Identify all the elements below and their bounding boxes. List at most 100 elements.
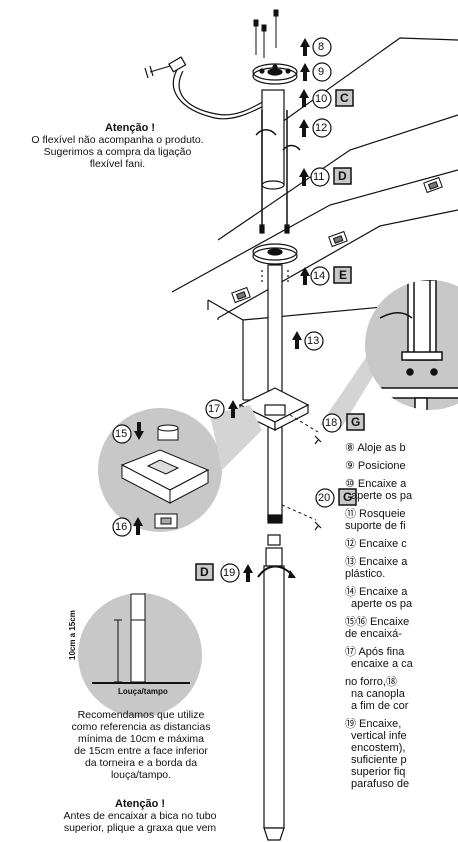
step-number-circles [112,37,342,583]
callout-20: 20 [318,492,331,504]
recommendation-text: Recomendamos que utilize como referencia… [46,709,236,781]
instruction-line: vertical infe [345,730,458,742]
instruction-number: ⑩ [345,478,355,490]
attention-note-top: Atenção ! O flexível não acompanha o pro… [0,122,235,170]
instruction-line: ⑬ Encaixe a [345,556,458,568]
instruction-line: suficiente p [345,754,458,766]
recommend-line: mínima de 10cm e máxima [77,733,205,745]
height-measure-zoom [78,593,202,717]
recommend-line: Recomendamos que utilize [77,709,205,721]
base-detail-zoom [98,405,262,532]
instruction-line: parafuso de [345,778,458,790]
instruction-text: Rosqueie [356,508,406,520]
attention-note-bottom: Atenção ! Antes de encaixar a bica no tu… [30,798,250,834]
instruction-line: plástico. [345,568,458,580]
rotate-arrow-icon [255,129,277,136]
instruction-text: no forro,⑱ [345,676,397,688]
instruction-text: plástico. [345,568,386,580]
letter-c: C [340,91,349,105]
instruction-text: superior fiq [351,766,406,778]
letter-g: G [351,415,361,429]
instruction-text: vertical infe [351,730,407,742]
instruction-number: ⑪ [345,508,356,520]
attention-line: superior, plique a graxa que vem [63,822,217,834]
instruction-text: Encaixe, [356,718,402,730]
rotate-arrow-icon [288,570,296,578]
attention-line: Sugerimos a compra da ligação [43,146,192,158]
callout-11: 11 [313,171,325,183]
instruction-text: Após fina [356,646,405,658]
letter-d: D [200,565,209,579]
instruction-text: suporte de fi [345,520,406,532]
attention-title: Atenção ! [104,122,156,134]
lower-tube [263,534,285,841]
instruction-text: de encaixá- [345,628,402,640]
instruction-text: aperte os pa [351,598,413,610]
instruction-number: ⑨ [345,460,355,472]
flexible-hose [144,56,267,120]
instruction-line: de encaixá- [345,628,458,640]
instruction-line: ⑩ Encaixe a [345,478,458,490]
instruction-line: na canopla [345,688,458,700]
instruction-text: na canopla [351,688,405,700]
callout-13: 13 [307,335,320,347]
recommend-line: da torneira e a borda da [84,757,198,769]
instruction-text: aperte os pa [351,490,413,502]
instruction-line: superior fiq [345,766,458,778]
instruction-text: Encaixe a [356,556,408,568]
instruction-line: suporte de fi [345,520,458,532]
instruction-text: encaixe a ca [351,658,413,670]
instruction-number: ⑰ [345,646,356,658]
recommend-line: louça/tampo. [110,769,172,781]
attention-line: O flexível não acompanha o produto. [31,134,204,146]
callout-18: 18 [325,417,338,429]
instruction-line: ⑰ Após fina [345,646,458,658]
instruction-line: a fim de cor [345,700,458,712]
callout-14: 14 [313,270,326,282]
instruction-number: ⑮⑯ [345,616,367,628]
attention-line: flexível fani. [89,158,146,170]
instruction-text: Encaixe a [354,478,407,490]
instruction-line: ⑨ Posicione [345,460,458,472]
attention-line: Antes de encaixar a bica no tubo [63,810,217,822]
measure-label: 10cm a 15cm [68,610,77,660]
instruction-text: suficiente p [351,754,407,766]
instruction-line: aperte os pa [345,490,458,502]
instruction-text: Encaixe a [356,586,408,598]
recommend-line: como referencia as distancias [71,721,211,733]
instruction-line: ⑪ Rosqueie [345,508,458,520]
instruction-text: Encaixe c [356,538,407,550]
canopla-ring [252,243,298,283]
instruction-line: ⑫ Encaixe c [345,538,458,550]
instruction-line: encostem), [345,742,458,754]
instruction-text: parafuso de [351,778,410,790]
instruction-number: ⑫ [345,538,356,550]
instruction-line: ⑧ Aloje as b [345,442,458,454]
instruction-number: ⑧ [345,442,355,454]
callout-8: 8 [318,41,325,53]
instruction-text: Posicione [354,460,406,472]
letter-e: E [339,268,348,282]
upper-tube [259,89,290,234]
surface-label: Louça/tampo [118,687,168,696]
screw-icon [314,435,322,531]
letter-boxes [195,89,365,581]
instruction-line: ⑭ Encaixe a [345,586,458,598]
instruction-text: Encaixe [367,616,410,628]
instruction-number: ⑭ [345,586,356,598]
callout-15: 15 [115,428,128,440]
instruction-line: no forro,⑱ [345,676,458,688]
rotate-arrow-icon [282,144,301,151]
letter-g: G [343,490,353,504]
instruction-number: ⑲ [345,718,356,730]
instruction-text: encostem), [351,742,406,754]
callout-12: 12 [315,122,328,134]
up-arrow-icons [133,38,310,582]
instruction-line: ⑲ Encaixe, [345,718,458,730]
callout-9: 9 [318,66,325,78]
fixing-screws [253,9,279,58]
fixing-plate [252,63,298,85]
attention-title: Atenção ! [114,798,166,810]
callout-19: 19 [223,567,236,579]
